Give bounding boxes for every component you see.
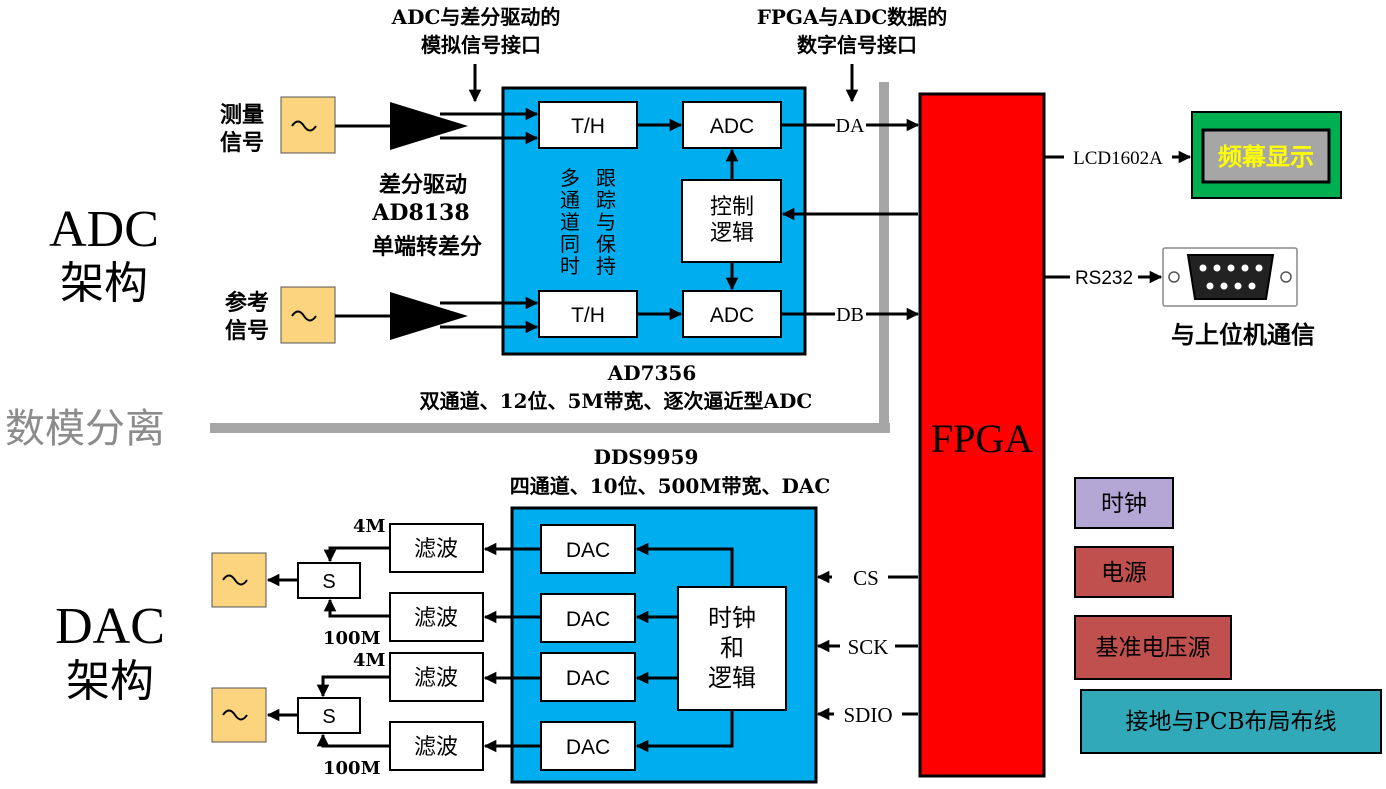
control-logic-box bbox=[681, 179, 782, 263]
clock-logic-box bbox=[677, 586, 787, 711]
adc-bottom-label: ADC bbox=[710, 304, 754, 327]
adc-interface-note-2: 模拟信号接口 bbox=[421, 33, 541, 57]
measure-signal-label-1: 测量 bbox=[220, 102, 264, 128]
sine-wave-icon bbox=[280, 286, 336, 344]
ad7356-name: AD7356 bbox=[607, 361, 697, 385]
th-top-label: T/H bbox=[571, 115, 605, 138]
fpga-interface-note-2: 数字信号接口 bbox=[797, 33, 917, 57]
multichannel-char-3: 道 bbox=[560, 210, 580, 234]
adc-top-label: ADC bbox=[710, 115, 754, 138]
rs232-port-label: RS232 bbox=[1075, 268, 1133, 289]
track-hold-char-1: 跟 bbox=[596, 166, 616, 190]
filter1-label: 滤波 bbox=[414, 537, 458, 562]
ground-pcb-box bbox=[1080, 689, 1382, 754]
dac2-label: DAC bbox=[566, 608, 610, 631]
amplifier-triangle-icon bbox=[390, 292, 468, 340]
dac4-box bbox=[540, 721, 636, 771]
filter2-label: 滤波 bbox=[414, 606, 458, 631]
switch1-label: S bbox=[322, 571, 335, 593]
db9-connector-icon bbox=[1162, 247, 1298, 307]
multichannel-char-1: 多 bbox=[560, 166, 580, 190]
filter4-box bbox=[389, 721, 484, 771]
dac3-label: DAC bbox=[566, 667, 610, 690]
lcd-display-screen bbox=[1201, 128, 1331, 184]
sine-wave-icon bbox=[211, 552, 267, 608]
filter2-box bbox=[389, 592, 484, 642]
dds-name: DDS9959 bbox=[594, 445, 699, 469]
control-logic-label-1: 控制 bbox=[710, 195, 754, 220]
ground-pcb-label: 接地与PCB布局布线 bbox=[1126, 709, 1337, 735]
adc-bottom-box bbox=[682, 290, 782, 338]
lcd-display-label: 频幕显示 bbox=[1218, 142, 1314, 171]
freq-4m-label-1: 4M bbox=[353, 516, 386, 537]
fpga-block bbox=[918, 92, 1046, 778]
measure-signal-label-2: 信号 bbox=[220, 130, 264, 156]
switch2-label: S bbox=[322, 706, 335, 728]
track-hold-char-5: 持 bbox=[596, 254, 616, 278]
vref-box bbox=[1074, 615, 1232, 680]
track-hold-char-4: 保 bbox=[596, 232, 616, 256]
dac1-label: DAC bbox=[566, 539, 610, 562]
clock-logic-label-1: 时钟 bbox=[708, 604, 756, 632]
ref-signal-label-2: 信号 bbox=[225, 318, 269, 344]
clock-label: 时钟 bbox=[1101, 491, 1147, 517]
freq-100m-label-2: 100M bbox=[323, 758, 381, 779]
dac4-label: DAC bbox=[566, 736, 610, 759]
multichannel-char-4: 同 bbox=[560, 232, 580, 256]
fpga-interface-note-1: FPGA与ADC数据的 bbox=[757, 5, 948, 29]
sck-label: SCK bbox=[848, 635, 889, 659]
adc-arch-label-2: 架构 bbox=[60, 259, 148, 308]
amplifier-triangle-icon bbox=[390, 102, 468, 150]
clock-logic-label-2: 和 bbox=[720, 634, 744, 662]
lcd-port-label: LCD1602A bbox=[1073, 148, 1163, 169]
ref-signal-label-1: 参考 bbox=[225, 290, 269, 316]
control-logic-label-2: 逻辑 bbox=[710, 221, 754, 246]
separator-label: 数模分离 bbox=[5, 406, 165, 451]
track-hold-char-2: 踪 bbox=[596, 188, 616, 212]
track-hold-char-3: 与 bbox=[596, 210, 616, 234]
th-bottom-label: T/H bbox=[571, 304, 605, 327]
dac2-box bbox=[540, 593, 636, 643]
sine-wave-icon bbox=[280, 96, 336, 154]
sine-wave-icon bbox=[211, 687, 267, 743]
db-label: DB bbox=[836, 304, 864, 326]
power-box bbox=[1074, 546, 1174, 598]
signal-arrows bbox=[266, 64, 1192, 753]
clock-logic-label-3: 逻辑 bbox=[708, 664, 756, 692]
dac1-box bbox=[540, 524, 636, 574]
vref-label: 基准电压源 bbox=[1096, 635, 1211, 661]
adc-arch-label-1: ADC bbox=[49, 201, 159, 258]
dds-desc: 四通道、10位、500M带宽、DAC bbox=[510, 474, 831, 498]
sdio-label: SDIO bbox=[843, 703, 892, 727]
freq-4m-label-2: 4M bbox=[353, 650, 386, 671]
diff-driver-label-1: 差分驱动 bbox=[379, 172, 467, 198]
power-label: 电源 bbox=[1101, 560, 1147, 586]
cs-label: CS bbox=[853, 566, 879, 590]
clock-box bbox=[1074, 477, 1174, 529]
diff-driver-label-3: 单端转差分 bbox=[372, 234, 482, 260]
multichannel-char-2: 通 bbox=[560, 188, 580, 212]
freq-100m-label-1: 100M bbox=[323, 628, 381, 649]
dac-arch-label-1: DAC bbox=[55, 598, 165, 655]
dac-arch-label-2: 架构 bbox=[66, 657, 154, 706]
filter1-box bbox=[389, 523, 484, 573]
analog-digital-separator bbox=[210, 82, 890, 433]
da-label: DA bbox=[836, 115, 865, 137]
adc-interface-note-1: ADC与差分驱动的 bbox=[391, 5, 561, 29]
ad7356-desc: 双通道、12位、5M带宽、逐次逼近型ADC bbox=[420, 389, 813, 413]
filter3-label: 滤波 bbox=[414, 666, 458, 691]
fpga-label: FPGA bbox=[931, 416, 1033, 461]
filter3-box bbox=[389, 652, 484, 702]
host-comm-label: 与上位机通信 bbox=[1171, 320, 1315, 349]
adc-top-box bbox=[682, 101, 782, 149]
diff-driver-label-2: AD8138 bbox=[371, 200, 469, 226]
filter4-label: 滤波 bbox=[414, 735, 458, 760]
multichannel-char-5: 时 bbox=[560, 254, 580, 278]
